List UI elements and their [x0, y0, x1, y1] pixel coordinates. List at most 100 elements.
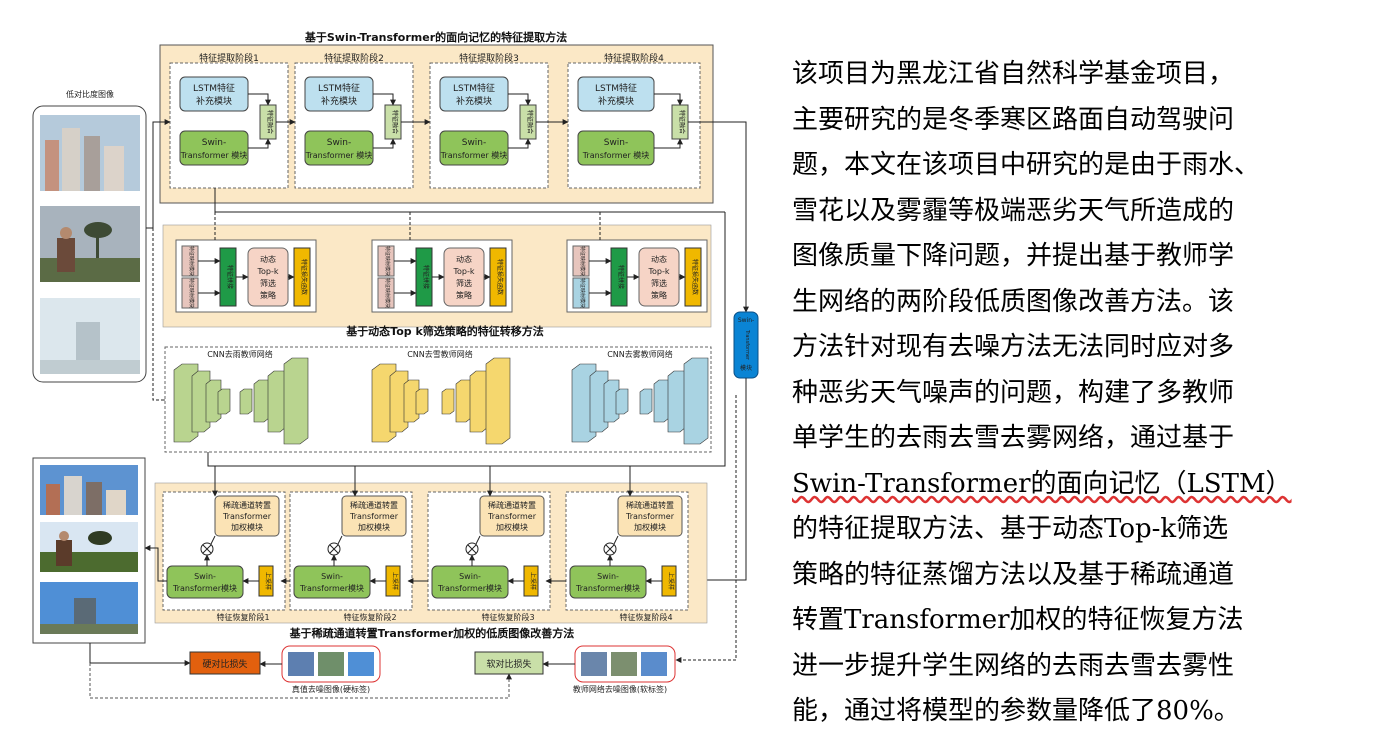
topk-line1: 动态: [651, 254, 667, 264]
gt-images-label: 真值去噪图像(硬标签): [292, 684, 370, 694]
swin-line1: Swin-: [462, 138, 487, 148]
swin-module: [166, 565, 244, 599]
method-diagram: 基于Swin-Transformer的面向记忆的特征提取方法 特征提取阶段1 L…: [32, 30, 759, 699]
rainy-input-image: [40, 115, 140, 191]
stage-label: 特征提取阶段2: [324, 52, 384, 64]
teacher-network-dehaze: CNN去雾教师网络: [571, 349, 709, 445]
swin-line1: Swin-: [194, 572, 216, 581]
transfer-group-3: 特征映射模块 特征映射模块 特征拼接 动态 Top-k 筛选 策略 特征损失函数: [566, 239, 708, 313]
upsample-label: 上采样: [264, 572, 272, 590]
extraction-stage-1: 特征提取阶段1 LSTM特征 补充模块 Swin- Transformer 模块…: [169, 52, 289, 189]
upsample-label: 上采样: [391, 572, 399, 590]
input-label: 低对比度图像: [66, 89, 114, 99]
swin-line1: Swin-: [459, 572, 481, 581]
sparse-line1: 稀疏通道转置: [350, 500, 398, 510]
lstm-line2: 补充模块: [456, 95, 492, 107]
transfer-group-1: 特征映射模块 特征映射模块 特征拼接 动态 Top-k 筛选 策略 特征损失函数: [175, 239, 317, 313]
sparse-line2: Transformer: [487, 512, 537, 521]
output-image-3: [40, 582, 138, 634]
mapping-bottom-label: 特征映射模块: [579, 278, 586, 308]
description-line: 进一步提升学生网络的去雨去雪去雾性: [792, 650, 1235, 681]
sparse-line3: 加权模块: [496, 522, 528, 532]
teacher-network-desnow: CNN去雪教师网络: [371, 349, 511, 445]
teacher-network-derain: CNN去雨教师网络: [173, 349, 309, 445]
lstm-line1: LSTM特征: [595, 82, 637, 94]
output-image-2: [40, 522, 138, 572]
hard-loss-label: 硬对比损失: [202, 658, 247, 670]
fusion-label: 特征融合: [526, 110, 534, 134]
topk-line3: 筛选: [651, 278, 667, 288]
sparse-transformer-module: [617, 495, 683, 537]
concat-label: 特征拼接: [422, 265, 430, 289]
restoration-stage-3: 稀疏通道转置 Transformer 加权模块 Swin- Transforme…: [427, 491, 551, 622]
extraction-stage-3: 特征提取阶段3 LSTM特征 补充模块 Swin- Transformer 模块…: [429, 52, 549, 189]
description-line: Swin-Transformer的面向记忆（LSTM）: [792, 468, 1292, 499]
swin-line2: Transformer模块: [299, 583, 364, 593]
sparse-line1: 稀疏通道转置: [223, 500, 271, 510]
swin-line2: Transformer 模块: [305, 150, 373, 160]
loss-label: 特征损失函数: [496, 259, 504, 295]
description-line: 策略的特征蒸馏方法以及基于稀疏通道: [792, 559, 1235, 590]
mapping-top-label: 特征映射模块: [384, 246, 391, 276]
swin-module: [431, 565, 509, 599]
topk-line4: 策略: [260, 290, 276, 300]
mapping-top-label: 特征映射模块: [579, 246, 586, 276]
lstm-line2: 补充模块: [321, 95, 357, 107]
lstm-line2: 补充模块: [598, 95, 634, 107]
lstm-line1: LSTM特征: [318, 82, 360, 94]
stage-label: 特征提取阶段4: [604, 52, 664, 64]
swin-line2: Transformer模块: [437, 583, 502, 593]
fusion-label: 特征融合: [678, 110, 686, 134]
extraction-stage-4: 特征提取阶段4 LSTM特征 补充模块 Swin- Transformer 模块…: [567, 52, 701, 189]
restoration-stage-2: 稀疏通道转置 Transformer 加权模块 Swin- Transforme…: [289, 491, 413, 622]
description-line: 题，本文在该项目中研究的是由于雨水、: [792, 150, 1261, 180]
sparse-transformer-module: [479, 495, 545, 537]
description-line: 转置Transformer加权的特征恢复方法: [792, 605, 1244, 635]
stage-label: 特征恢复阶段2: [343, 612, 396, 622]
swin-line1: Swin-: [597, 572, 619, 581]
feature-transfer-title: 基于动态Top k筛选策略的特征转移方法: [345, 324, 544, 338]
swin-line2: Transformer模块: [575, 583, 640, 593]
description-line: 的特征提取方法、基于动态Top-k筛选: [792, 514, 1229, 544]
description-line: 该项目为黑龙江省自然科学基金项目，: [792, 59, 1235, 89]
stage-label: 特征恢复阶段1: [216, 612, 269, 622]
topk-line1: 动态: [456, 254, 472, 264]
topk-line3: 筛选: [456, 278, 472, 288]
upsample-label: 上采样: [667, 572, 675, 590]
loss-label: 特征损失函数: [300, 259, 308, 295]
mapping-bottom-label: 特征映射模块: [188, 278, 195, 308]
description-line: 主要研究的是冬季寒区路面自动驾驶问: [792, 104, 1235, 135]
swin-line1: Swin-: [202, 138, 227, 148]
sparse-line3: 加权模块: [634, 522, 666, 532]
stage-label: 特征提取阶段1: [199, 52, 259, 64]
snowy-input-image: [40, 206, 140, 282]
project-description: 该项目为黑龙江省自然科学基金项目， 主要研究的是冬季寒区路面自动驾驶问 题，本文…: [792, 52, 1352, 735]
description-line: 图像质量下降问题，并提出基于教师学: [792, 241, 1235, 271]
description-line: 单学生的去雨去雪去雾网络，通过基于: [792, 423, 1235, 453]
swin-line1: Swin-: [327, 138, 352, 148]
sparse-line1: 稀疏通道转置: [488, 500, 536, 510]
swin-line2: Transformer模块: [172, 583, 237, 593]
stage-label: 特征恢复阶段4: [619, 612, 672, 622]
output-image-1: [40, 465, 138, 515]
sparse-line3: 加权模块: [358, 522, 390, 532]
side-module-line3: 模块: [740, 364, 752, 372]
side-module-line1: Swin-: [738, 317, 754, 324]
mapping-top-label: 特征映射模块: [188, 246, 195, 276]
transfer-group-2: 特征映射模块 特征映射模块 特征拼接 动态 Top-k 筛选 策略 特征损失函数: [371, 239, 513, 313]
fusion-label: 特征融合: [266, 110, 274, 134]
sparse-line2: Transformer: [222, 512, 272, 521]
restoration-stage-1: 稀疏通道转置 Transformer 加权模块 Swin- Transforme…: [162, 491, 286, 622]
topk-line2: Top-k: [256, 267, 278, 276]
lstm-line1: LSTM特征: [453, 82, 495, 94]
sparse-line2: Transformer: [349, 512, 399, 521]
swin-line1: Swin-: [321, 572, 343, 581]
sparse-line2: Transformer: [625, 512, 675, 521]
stage-label: 特征提取阶段3: [459, 52, 519, 64]
topk-line4: 策略: [456, 290, 472, 300]
upsample-label: 上采样: [529, 572, 537, 590]
lstm-line1: LSTM特征: [193, 82, 235, 94]
description-line: 能，通过将模型的参数量降低了80%。: [792, 696, 1240, 726]
restoration-stage-4: 稀疏通道转置 Transformer 加权模块 Swin- Transforme…: [565, 491, 689, 622]
sparse-transformer-module: [341, 495, 407, 537]
